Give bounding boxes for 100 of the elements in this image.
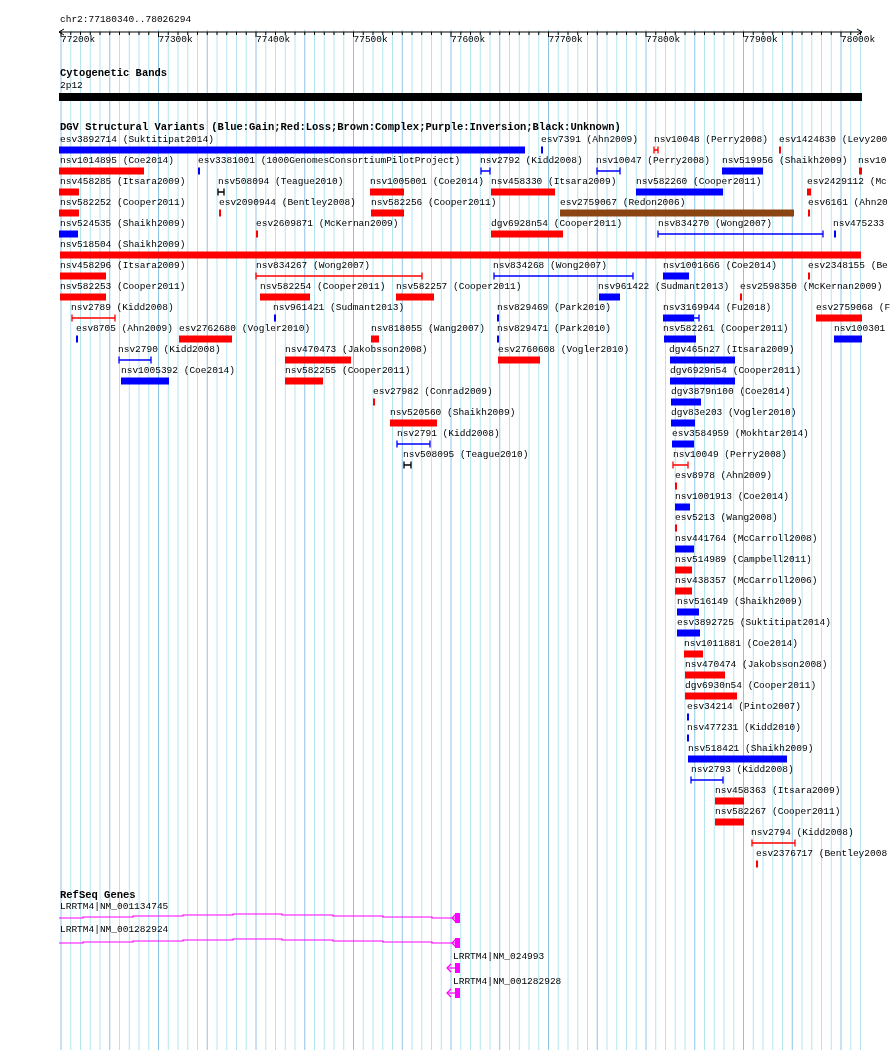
variant-label: nsv10047 (Perry2008) (596, 155, 711, 167)
variant-label: nsv458285 (Itsara2009) (60, 176, 186, 188)
tick-label: 77900k (743, 34, 778, 46)
variant-label: nsv1014895 (Coe2014) (60, 155, 175, 167)
variant-label: dgv6929n54 (Cooper2011) (670, 365, 802, 377)
variant-label: esv2348155 (Be (808, 260, 888, 272)
variant-label: nsv518421 (Shaikh2009) (688, 743, 814, 755)
variant-label: nsv10048 (Perry2008) (654, 134, 769, 146)
variant-label: nsv961421 (Sudmant2013) (273, 302, 405, 314)
gene-label: LRRTM4|NM_001282924 (60, 924, 169, 936)
variant-label: nsv3169944 (Fu2018) (663, 302, 772, 314)
variant-label: nsv582267 (Cooper2011) (715, 806, 841, 818)
variant-label: nsv582255 (Cooper2011) (285, 365, 411, 377)
tick-label: 77800k (646, 34, 681, 46)
variant-label: nsv475233 (833, 218, 885, 230)
variant-label: nsv2792 (Kidd2008) (480, 155, 583, 167)
variant-label: esv2376717 (Bentley2008 (756, 848, 888, 860)
variant-label: nsv834270 (Wong2007) (658, 218, 773, 230)
variant-label: nsv582253 (Cooper2011) (60, 281, 186, 293)
variant-label: nsv961422 (Sudmant2013) (598, 281, 730, 293)
variant-label: nsv518504 (Shaikh2009) (60, 239, 186, 251)
variant-label: nsv829469 (Park2010) (497, 302, 612, 314)
band-label: 2p12 (60, 80, 83, 92)
variant-label: nsv458363 (Itsara2009) (715, 785, 841, 797)
variant-label: nsv2789 (Kidd2008) (71, 302, 174, 314)
variant-label: nsv834267 (Wong2007) (256, 260, 371, 272)
variant-label: esv2762680 (Vogler2010) (179, 323, 311, 335)
variant-label: esv7391 (Ahn2009) (541, 134, 638, 146)
coordinate-range: chr2:77180340..78026294 (60, 14, 192, 26)
variant-label: nsv10049 (Perry2008) (673, 449, 788, 461)
variant-label: dgv83e203 (Vogler2010) (671, 407, 797, 419)
variant-label: nsv514989 (Campbell2011) (675, 554, 812, 566)
variant-label: nsv520560 (Shaikh2009) (390, 407, 516, 419)
variant-label: nsv582260 (Cooper2011) (636, 176, 762, 188)
variant-label: esv2429112 (Mc (807, 176, 887, 188)
variant-label: nsv438357 (McCarroll2006) (675, 575, 818, 587)
track-title: DGV Structural Variants (Blue:Gain;Red:Loss;Brown:Complex;Purple:Inversion;Black:Unknown) (60, 121, 621, 133)
tick-label: 77400k (256, 34, 291, 46)
variant-label: esv5213 (Wang2008) (675, 512, 778, 524)
variant-label: esv3892714 (Suktitipat2014) (60, 134, 214, 146)
variant-label: dgv6930n54 (Cooper2011) (685, 680, 817, 692)
variant-label: nsv2793 (Kidd2008) (691, 764, 794, 776)
variant-label: esv6161 (Ahn20 (808, 197, 888, 209)
variant-label: esv2759068 (F (816, 302, 890, 314)
tick-label: 78000k (841, 34, 876, 46)
variant-label: nsv2794 (Kidd2008) (751, 827, 854, 839)
variant-label: nsv477231 (Kidd2010) (687, 722, 802, 734)
variant-label: nsv516149 (Shaikh2009) (677, 596, 803, 608)
variant-label: nsv834268 (Wong2007) (493, 260, 608, 272)
variant-label: esv1424830 (Levy200 (779, 134, 888, 146)
variant-label: dgv3879n100 (Coe2014) (671, 386, 791, 398)
variant-label: nsv470473 (Jakobsson2008) (285, 344, 428, 356)
track-title: RefSeq Genes (60, 889, 136, 901)
variant-label: nsv582256 (Cooper2011) (371, 197, 497, 209)
variant-label: nsv458296 (Itsara2009) (60, 260, 186, 272)
variant-label: nsv829471 (Park2010) (497, 323, 612, 335)
variant-label: dgv6928n54 (Cooper2011) (491, 218, 623, 230)
gene-label: LRRTM4|NM_001134745 (60, 901, 169, 913)
tick-label: 77300k (158, 34, 193, 46)
tick-label: 77700k (548, 34, 583, 46)
variant-label: nsv524535 (Shaikh2009) (60, 218, 186, 230)
variant-label: nsv508095 (Teague2010) (403, 449, 529, 461)
variant-label: esv2090944 (Bentley2008) (219, 197, 356, 209)
track-title: Cytogenetic Bands (60, 67, 168, 79)
variant-label: nsv458330 (Itsara2009) (491, 176, 617, 188)
variant-label: nsv100301 (834, 323, 886, 335)
variant-label: nsv1001666 (Coe2014) (663, 260, 778, 272)
variant-label: esv3892725 (Suktitipat2014) (677, 617, 831, 629)
variant-label: esv3584959 (Mokhtar2014) (672, 428, 809, 440)
variant-label: nsv818055 (Wang2007) (371, 323, 486, 335)
variant-label: nsv508094 (Teague2010) (218, 176, 344, 188)
variant-label: nsv470474 (Jakobsson2008) (685, 659, 828, 671)
tick-label: 77200k (61, 34, 96, 46)
variant-label: esv2609871 (McKernan2009) (256, 218, 399, 230)
variant-label: esv3381001 (1000GenomesConsortiumPilotProject) (198, 155, 461, 167)
variant-label: esv27982 (Conrad2009) (373, 386, 493, 398)
variant-label: esv8978 (Ahn2009) (675, 470, 772, 482)
variant-label: nsv2791 (Kidd2008) (397, 428, 500, 440)
gene-label: LRRTM4|NM_001282928 (453, 976, 562, 988)
variant-label: nsv1011881 (Coe2014) (684, 638, 799, 650)
variant-label: nsv1001913 (Coe2014) (675, 491, 790, 503)
variant-label: nsv519956 (Shaikh2009) (722, 155, 848, 167)
variant-label: esv2760608 (Vogler2010) (498, 344, 630, 356)
variant-label: dgv465n27 (Itsara2009) (669, 344, 795, 356)
variant-label: esv8705 (Ahn2009) (76, 323, 173, 335)
tick-label: 77600k (451, 34, 486, 46)
variant-label: nsv582254 (Cooper2011) (260, 281, 386, 293)
variant-label: esv2759067 (Redon2006) (560, 197, 686, 209)
variant-label: nsv1005001 (Coe2014) (370, 176, 485, 188)
tick-label: 77500k (353, 34, 388, 46)
variant-label: esv2598350 (McKernan2009) (740, 281, 883, 293)
variant-label: nsv582252 (Cooper2011) (60, 197, 186, 209)
variant-label: nsv10 (858, 155, 887, 167)
variant-label: nsv2790 (Kidd2008) (118, 344, 221, 356)
gene-label: LRRTM4|NM_024993 (453, 951, 545, 963)
variant-label: nsv582257 (Cooper2011) (396, 281, 522, 293)
variant-label: nsv1005392 (Coe2014) (121, 365, 236, 377)
variant-label: esv34214 (Pinto2007) (687, 701, 802, 713)
variant-label: nsv582261 (Cooper2011) (663, 323, 789, 335)
variant-label: nsv441764 (McCarroll2008) (675, 533, 818, 545)
